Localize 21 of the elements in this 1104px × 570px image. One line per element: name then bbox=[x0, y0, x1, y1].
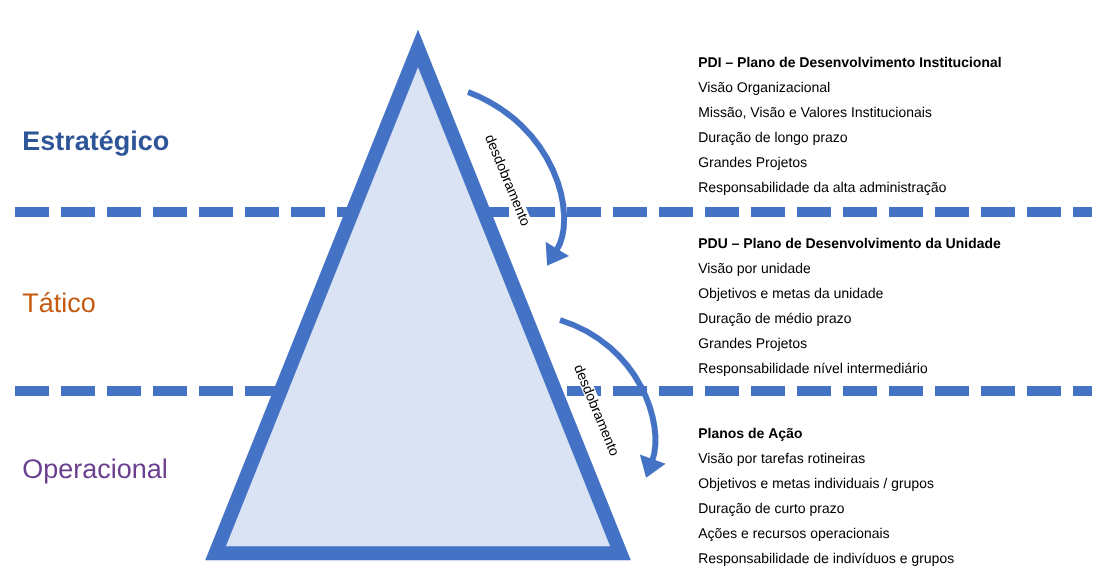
plan-item: Duração de curto prazo bbox=[699, 502, 844, 516]
plan-item: Responsabilidade da alta administração bbox=[699, 181, 946, 195]
plan-item: Responsabilidade de indivíduos e grupos bbox=[699, 552, 954, 566]
level-name: Operacional bbox=[23, 458, 166, 484]
plan-item: Grandes Projetos bbox=[698, 156, 807, 170]
plan-item: Duração de longo prazo bbox=[699, 131, 847, 145]
level-name: Estratégico bbox=[24, 130, 169, 156]
level-name: Tático bbox=[22, 292, 95, 313]
plan-item: Grandes Projetos bbox=[698, 337, 807, 351]
plan-item: Objetivos e metas individuais / grupos bbox=[698, 477, 934, 491]
plan-heading: PDU – Plano de Desenvolvimento da Unidade bbox=[699, 237, 1001, 249]
plan-heading: PDI – Plano de Desenvolvimento Institucional bbox=[699, 56, 1001, 68]
plan-item: Ações e recursos operacionais bbox=[698, 527, 890, 541]
plan-item: Duração de médio prazo bbox=[699, 312, 851, 326]
plan-item: Visão por tarefas rotineiras bbox=[698, 452, 865, 466]
plan-item: Visão por unidade bbox=[698, 262, 811, 276]
plan-item: Visão Organizacional bbox=[698, 81, 830, 95]
plan-heading: Planos de Ação bbox=[699, 427, 802, 441]
plan-item: Objetivos e metas da unidade bbox=[698, 287, 883, 301]
plan-item: Responsabilidade nível intermediário bbox=[699, 362, 928, 376]
plan-item: Missão, Visão e Valores Institucionais bbox=[699, 106, 932, 119]
